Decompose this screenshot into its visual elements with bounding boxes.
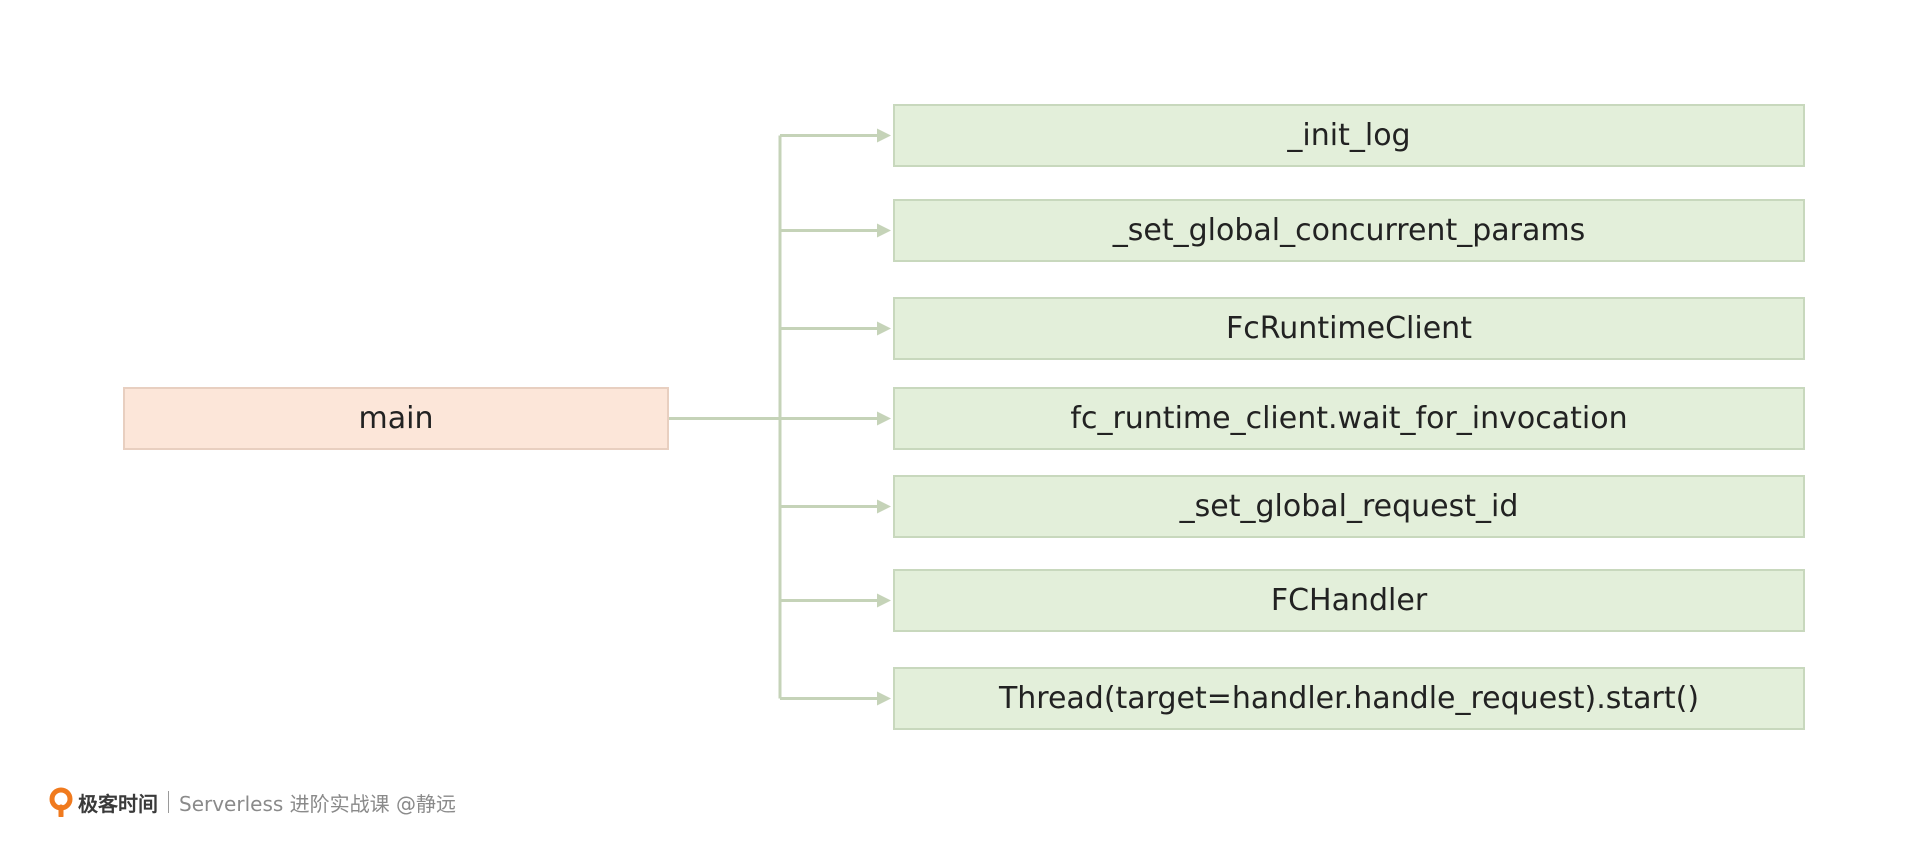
node-main-label: main	[358, 401, 434, 436]
node-label: fc_runtime_client.wait_for_invocation	[1070, 401, 1628, 436]
arrowhead-icon	[877, 128, 891, 143]
node-label: Thread(target=handler.handle_request).st…	[998, 681, 1700, 716]
node-thread-start: Thread(target=handler.handle_request).st…	[893, 667, 1805, 730]
node-label: FcRuntimeClient	[1226, 311, 1472, 346]
footer-brand: 极客时间	[78, 791, 158, 816]
footer: 极客时间 Serverless 进阶实战课 @静远	[48, 786, 457, 819]
node-label: _set_global_request_id	[1179, 489, 1519, 524]
node-set-global-request-id: _set_global_request_id	[893, 475, 1805, 538]
arrowhead-icon	[877, 411, 891, 426]
footer-course: Serverless 进阶实战课 @静远	[179, 791, 457, 816]
arrowhead-icon	[877, 691, 891, 706]
node-label: _set_global_concurrent_params	[1112, 213, 1586, 248]
node-init-log: _init_log	[893, 104, 1805, 167]
footer-divider	[168, 791, 169, 813]
arrowhead-icon	[877, 593, 891, 608]
node-label: FCHandler	[1270, 583, 1428, 618]
arrowhead-icon	[877, 499, 891, 514]
arrowhead-icon	[877, 321, 891, 336]
arrowhead-icon	[877, 223, 891, 238]
node-fc-handler: FCHandler	[893, 569, 1805, 632]
node-main: main	[123, 387, 669, 450]
node-label: _init_log	[1287, 118, 1411, 153]
node-fc-runtime-client: FcRuntimeClient	[893, 297, 1805, 360]
node-set-global-concurrent-params: _set_global_concurrent_params	[893, 199, 1805, 262]
node-wait-for-invocation: fc_runtime_client.wait_for_invocation	[893, 387, 1805, 450]
geektime-logo-icon	[48, 787, 74, 819]
